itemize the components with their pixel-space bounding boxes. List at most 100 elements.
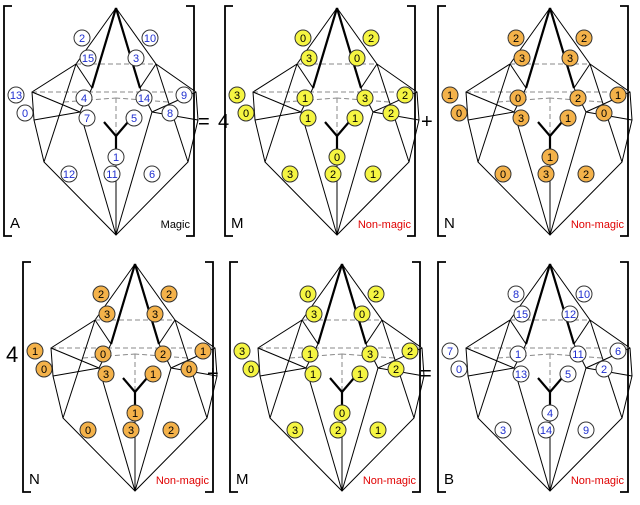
node-value: 3 [104,309,110,321]
node-value: 10 [578,289,590,301]
node: 1 [441,86,459,104]
node-circle [595,104,613,122]
bold-edge [316,263,344,345]
node-circle [450,104,468,122]
node-circle [362,29,380,47]
node: 2 [324,165,342,183]
node-circle [180,360,198,378]
node-circle [305,305,323,323]
node: 0 [450,360,468,378]
node-circle [512,109,530,127]
node: 1 [301,345,319,363]
node-value: 3 [133,53,139,65]
node-value: 0 [100,349,106,361]
edge [509,319,527,345]
node-circle [577,421,595,439]
right-bracket [407,5,416,237]
edge [549,367,587,492]
node-circle [107,148,125,166]
edge [75,63,93,89]
panel-status-label: Non-magic [156,475,210,487]
edge [134,367,172,492]
node-value: 9 [583,425,589,437]
edge [360,63,378,89]
panel-status-label: Non-magic [358,219,412,231]
bold-edge [103,121,117,137]
coefficient-four: 4 [6,342,18,367]
left-bracket [22,261,31,493]
node-value: 3 [287,169,293,181]
node-value: 1 [447,90,453,102]
node-circle [135,89,153,107]
node: 1 [346,109,364,127]
node-value: 8 [167,108,173,120]
node-value: 1 [547,152,553,164]
node: 3 [281,165,299,183]
node-value: 0 [456,364,462,376]
edge [33,111,81,121]
node-value: 3 [239,346,245,358]
node-circle [60,165,78,183]
node-value: 3 [567,53,573,65]
node-value: 1 [515,349,521,361]
node: 15 [79,49,97,67]
node-value: 3 [152,309,158,321]
node-value: 0 [456,108,462,120]
node: 0 [333,404,351,422]
node-circle [122,421,140,439]
node: 5 [559,365,577,383]
node-value: 8 [513,289,519,301]
node: 2 [569,89,587,107]
bold-edge [324,121,338,137]
node-value: 11 [572,349,583,361]
node-circle [609,342,627,360]
node-circle [281,165,299,183]
node: 6 [143,165,161,183]
right-bracket [205,261,214,493]
edge [259,367,307,377]
node-circle [387,360,405,378]
node-circle [541,148,559,166]
edge [465,347,515,369]
node: 2 [382,104,400,122]
node-circle [97,365,115,383]
node-circle [541,404,559,422]
node-circle [299,285,317,303]
bold-edge [340,263,368,345]
bold-edge [548,7,576,89]
node-circle [233,342,251,360]
node-circle [513,305,531,323]
edge [158,319,176,345]
node-value: 3 [311,309,317,321]
node: 0 [348,49,366,67]
node-circle [569,89,587,107]
node: 11 [103,165,121,183]
node: 3 [233,342,251,360]
node: 15 [513,305,531,323]
edge [52,367,100,377]
node: 1 [296,89,314,107]
edge [264,63,298,163]
node-value: 1 [352,113,358,125]
node-value: 1 [615,90,621,102]
diagram-edges [22,261,218,493]
node: 12 [60,165,78,183]
edge [300,111,338,236]
node: 10 [575,285,593,303]
node-value: 9 [181,90,187,102]
node-value: 2 [160,349,166,361]
node-circle [141,29,159,47]
edge [252,91,302,113]
node-circle [509,89,527,107]
edge [336,111,374,236]
bold-edge [115,121,129,137]
node-circle [324,165,342,183]
edge [98,367,136,492]
node-value: 2 [373,289,379,301]
node-circle [92,285,110,303]
panel-name: B [444,471,454,488]
node: 2 [367,285,385,303]
